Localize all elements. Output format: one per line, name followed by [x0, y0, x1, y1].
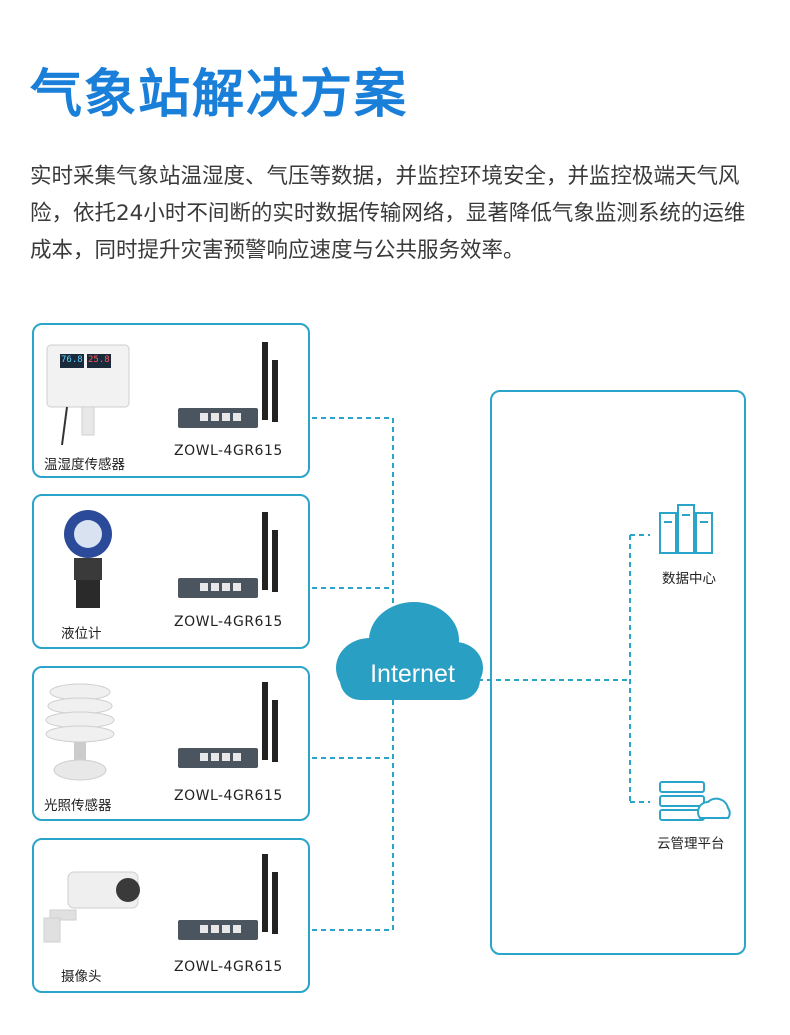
router-label: ZOWL-4GR615 — [174, 614, 283, 630]
internet-cloud-icon — [336, 602, 483, 700]
device-label: 光照传感器 — [44, 798, 112, 814]
light-sensor-icon — [45, 683, 115, 781]
display-value-2: 25.8 — [88, 355, 110, 365]
device-label: 液位计 — [61, 626, 102, 642]
router-icon — [178, 512, 278, 598]
temp-humidity-sensor-icon — [46, 344, 130, 446]
node-label-cloud-platform: 云管理平台 — [657, 836, 725, 852]
display-value-1: 76.8 — [61, 355, 83, 365]
internet-label: Internet — [370, 660, 455, 688]
page-title: 气象站解决方案 — [30, 65, 409, 125]
router-label: ZOWL-4GR615 — [174, 443, 283, 459]
device-label: 摄像头 — [61, 969, 102, 985]
cloud-server-icon — [659, 781, 731, 821]
router-icon — [178, 682, 278, 768]
platform-box — [490, 390, 746, 955]
node-label-data-center: 数据中心 — [662, 571, 716, 587]
level-meter-icon — [64, 510, 112, 608]
router-label: ZOWL-4GR615 — [174, 788, 283, 804]
device-label: 温湿度传感器 — [44, 457, 125, 473]
server-rack-icon — [659, 504, 713, 554]
page-description: 实时采集气象站温湿度、气压等数据，并监控环境安全，并监控极端天气风险，依托24小… — [30, 164, 746, 263]
router-icon — [178, 854, 278, 940]
router-label: ZOWL-4GR615 — [174, 959, 283, 975]
camera-icon — [43, 871, 140, 943]
router-icon — [178, 342, 278, 428]
